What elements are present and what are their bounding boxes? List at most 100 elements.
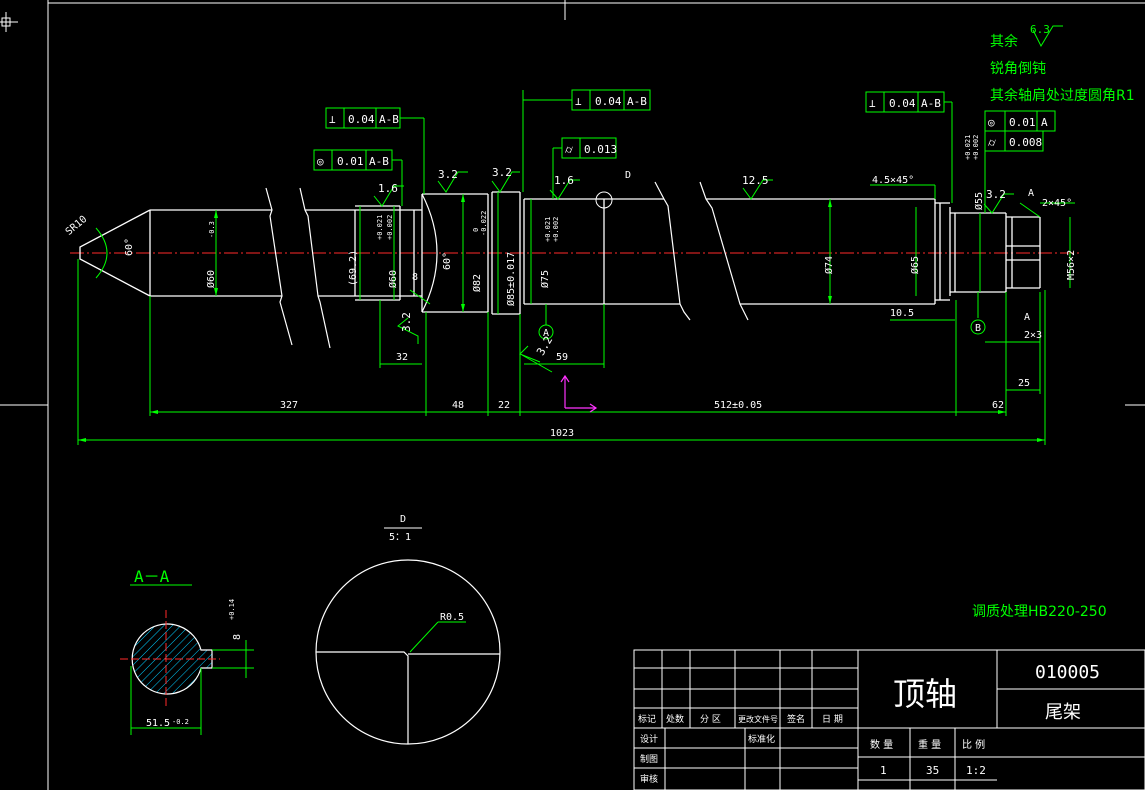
- section-a-a-view: A－A 8 +0.14 51.5 -0.2: [120, 567, 254, 735]
- tol-ref-perp-mid: A-B: [627, 95, 647, 108]
- dim-d85: Ø85±0.017: [505, 252, 517, 306]
- drawing-number: 010005: [1035, 662, 1100, 683]
- roughness-1: 1.6: [378, 182, 398, 195]
- dim-62: 62: [992, 400, 1004, 411]
- dim-327: 327: [280, 400, 298, 411]
- col-sign: 签名: [787, 713, 805, 725]
- dim-m56: M56×2: [1066, 250, 1077, 280]
- detail-d-marker[interactable]: [595, 191, 613, 209]
- row-review: 审核: [640, 773, 658, 785]
- detail-d-label: D: [625, 170, 631, 181]
- dim-48: 48: [452, 400, 464, 411]
- section-a-bottom: A: [1024, 312, 1030, 323]
- dim-chamfer-2: 2×45°: [1042, 198, 1072, 209]
- ucs-arrow: [560, 374, 598, 413]
- dim-10-5: 10.5: [890, 308, 914, 319]
- tol-ref-perp-right: A-B: [921, 97, 941, 110]
- note-rest-roughness: 6.3: [1030, 23, 1050, 36]
- tol-sym-cyl-right: ⌭: [988, 136, 996, 149]
- tol-sym-perp-left: ⊥: [329, 113, 336, 126]
- tol-sym-perp-right: ⊥: [869, 97, 876, 110]
- assembly-name: 尾架: [1045, 702, 1081, 723]
- ucs-icon: [0, 12, 18, 32]
- dim-d60b: Ø60: [387, 270, 399, 288]
- dim-d60-tol: -0.3: [208, 221, 216, 238]
- section-dim-51-5: 51.5: [146, 718, 170, 729]
- roughness-4: 1.6: [554, 174, 574, 187]
- dim-chamfer-4-5: 4.5×45°: [872, 175, 914, 186]
- detail-title-top: D: [400, 514, 406, 525]
- col-mark: 标记: [638, 713, 656, 725]
- sr-arc: [95, 227, 108, 279]
- col-date: 日 期: [822, 714, 843, 725]
- dim-59: 59: [556, 352, 568, 363]
- dim-sr10: SR10: [64, 214, 90, 238]
- dimension-arrows: [78, 194, 1045, 442]
- section-title: A－A: [134, 567, 170, 586]
- dim-d75-tol-u: +0.021: [544, 217, 552, 242]
- header-weight: 重 量: [918, 738, 941, 751]
- tol-val-cyl-mid: 0.013: [584, 143, 617, 156]
- dimension-lines: [77, 90, 1075, 445]
- dim-d82-tol-l: -0.022: [480, 211, 488, 236]
- dim-d82: Ø82: [471, 274, 483, 292]
- tol-ref-conc-right: A: [1041, 116, 1048, 129]
- section-dim-51-5-tol: -0.2: [172, 718, 189, 726]
- dim-8: 8: [412, 272, 418, 283]
- tol-sym-cyl-mid: ⌭: [565, 143, 573, 156]
- detail-r0-5: R0.5: [440, 612, 464, 623]
- note-chamfer: 锐角倒钝: [990, 61, 1046, 77]
- tolerance-frame-texts: ⊥ 0.04 A-B ◎ 0.01 A-B ⊥ 0.04 A-B ⌭ 0.013…: [317, 95, 1048, 168]
- dim-taper-angle: 60°: [442, 252, 453, 270]
- tol-ref-conc-left: A-B: [369, 155, 389, 168]
- dim-22: 22: [498, 400, 510, 411]
- note-rest: 其余: [990, 33, 1018, 50]
- roughness-5: 12.5: [742, 174, 769, 187]
- dim-32: 32: [396, 352, 408, 363]
- break-lines: [265, 181, 749, 349]
- roughness-6: 3.2: [986, 188, 1006, 201]
- dim-d60: Ø60: [205, 270, 217, 288]
- shaft-outline: [79, 191, 1041, 315]
- tol-sym-perp-mid: ⊥: [575, 95, 582, 108]
- datum-markers: [538, 319, 986, 340]
- dim-d75-tol-l: +0.002: [552, 217, 560, 242]
- title-block: [633, 649, 1145, 790]
- tol-sym-conc-left: ◎: [317, 155, 324, 168]
- section-a-top: A: [1028, 188, 1034, 199]
- roughness-3: 3.2: [492, 166, 512, 179]
- tol-val-perp-left: 0.04: [348, 113, 375, 126]
- dim-d60b-tol-l: +0.002: [386, 215, 394, 240]
- col-doc: 更改文件号: [738, 714, 778, 724]
- row-std: 标准化: [748, 733, 775, 745]
- tol-val-perp-mid: 0.04: [595, 95, 622, 108]
- row-design: 设计: [640, 733, 658, 745]
- dim-d82-tol-u: 0: [472, 228, 480, 232]
- heat-treatment-note: 调质处理HB220-250: [972, 604, 1107, 620]
- roughness-symbols: [373, 25, 1063, 363]
- note-fillet: 其余轴肩处过度圆角R1: [990, 87, 1135, 104]
- dimension-texts: SR10 60° Ø60 -0.3 (69.2) Ø60 +0.021 +0.0…: [64, 135, 1077, 439]
- detail-d-view: D 5：1 R0.5: [315, 514, 501, 745]
- dim-69: (69.2): [348, 250, 359, 286]
- tol-val-cyl-right: 0.008: [1009, 136, 1042, 149]
- roughness-values: 1.6 3.2 3.2 1.6 12.5 3.2 3.2 3.2: [378, 166, 1006, 358]
- dim-d55-tol-u: +0.021: [964, 135, 972, 160]
- dim-d74: Ø74: [823, 256, 835, 274]
- dim-cone-angle: 60°: [124, 238, 135, 256]
- section-dim-8-tol: +0.14: [228, 599, 236, 620]
- tol-val-conc-right: 0.01: [1009, 116, 1036, 129]
- dim-d55-tol-l: +0.002: [972, 135, 980, 160]
- dim-25: 25: [1018, 378, 1030, 389]
- datum-b-label: B: [975, 323, 981, 334]
- roughness-7: 3.2: [400, 312, 413, 332]
- datum-a-label: A: [543, 328, 549, 339]
- dim-512: 512±0.05: [714, 400, 762, 411]
- value-weight: 35: [926, 764, 939, 777]
- tol-sym-conc-right: ◎: [988, 116, 995, 129]
- tol-val-conc-left: 0.01: [337, 155, 364, 168]
- dim-d65: Ø65: [909, 256, 921, 274]
- dim-d60b-tol-u: +0.021: [376, 215, 384, 240]
